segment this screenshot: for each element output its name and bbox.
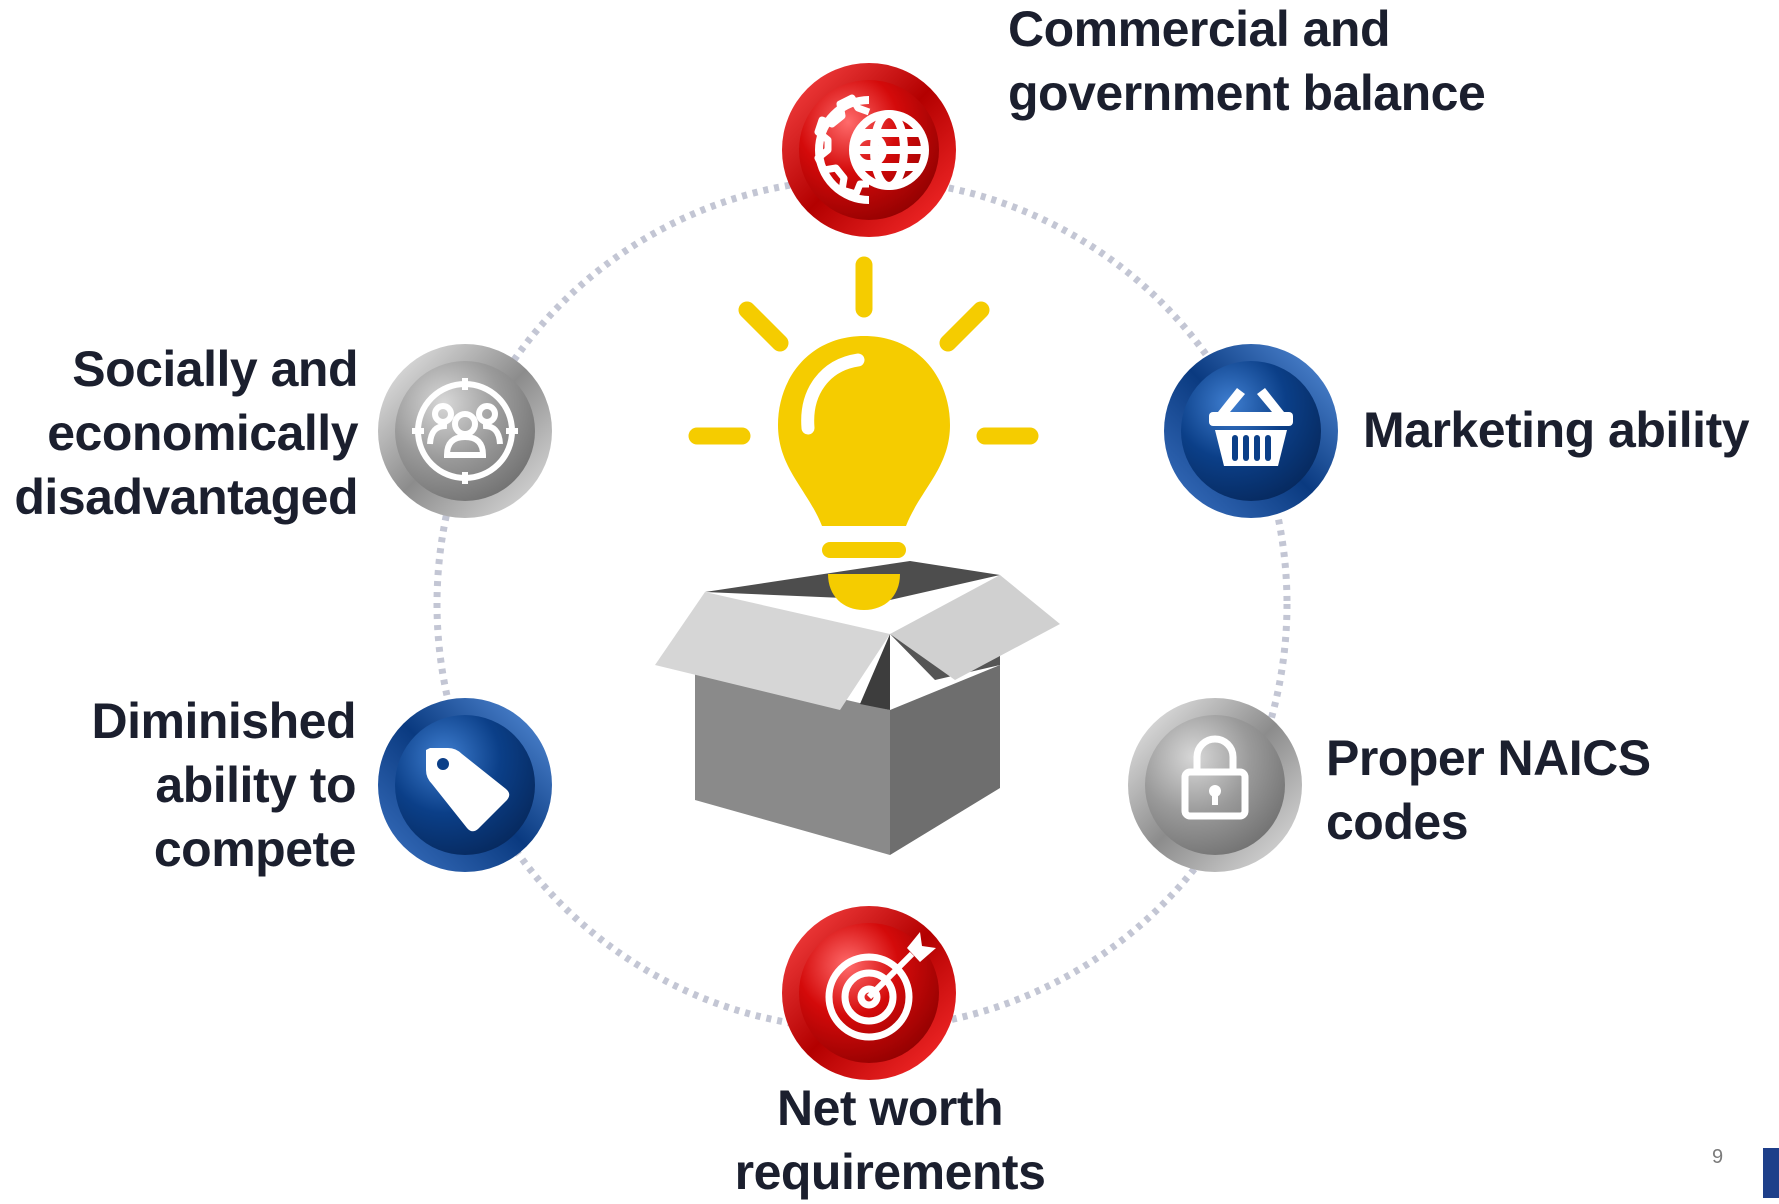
lightbulb-in-box-icon	[655, 256, 1060, 855]
node-net-worth	[782, 906, 956, 1080]
page-number: 9	[1712, 1146, 1724, 1168]
price-tag-icon	[426, 748, 510, 832]
node-commercial	[782, 63, 956, 237]
label-naics: Proper NAICS codes	[1326, 730, 1651, 850]
target-arrow-icon	[825, 951, 915, 1041]
node-naics	[1128, 698, 1302, 872]
node-marketing	[1164, 344, 1338, 518]
label-commercial: Commercial and government balance	[1008, 1, 1486, 121]
padlock-icon	[1181, 735, 1249, 820]
label-marketing: Marketing ability	[1363, 402, 1750, 458]
node-compete	[378, 698, 552, 872]
people-group-icon	[412, 378, 518, 484]
label-compete: Diminished ability to compete	[91, 693, 357, 877]
label-disadvantaged: Socially and economically disadvantaged	[14, 341, 358, 525]
accent-bar	[1763, 1148, 1779, 1198]
node-disadvantaged	[378, 344, 552, 518]
globe-gear-icon	[814, 94, 929, 204]
label-net-worth: Net worth requirements	[734, 1080, 1046, 1200]
